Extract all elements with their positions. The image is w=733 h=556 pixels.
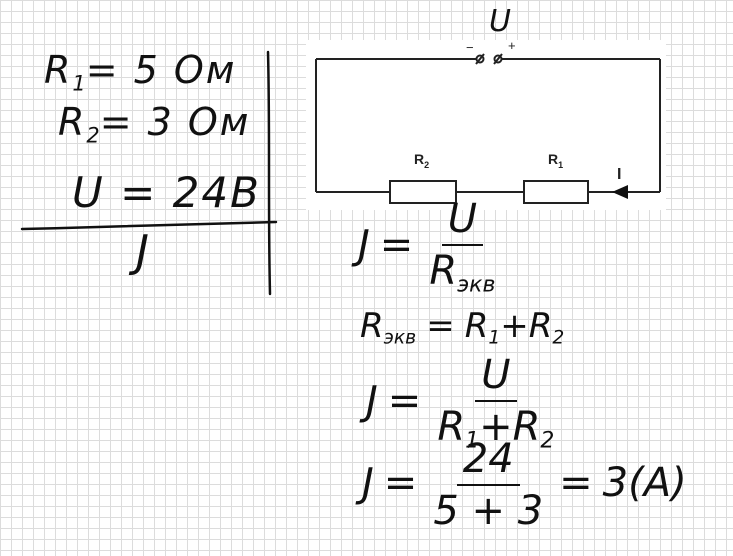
- f3-denominator: R1+R2: [431, 402, 560, 454]
- r2-index: 2: [424, 159, 430, 170]
- r2-symbol: R: [414, 151, 425, 167]
- f2-eq: =: [426, 306, 455, 346]
- current-label: I: [617, 166, 622, 183]
- r1-symbol: R: [548, 151, 559, 167]
- given-r1: R1= 5 Ом: [44, 48, 236, 95]
- f4-result: 3: [602, 460, 629, 506]
- f2-lhs-index: экв: [383, 327, 417, 349]
- terminal-minus-label: −: [466, 40, 474, 55]
- r1-index: 1: [558, 159, 564, 170]
- f3-den1-index: 1: [465, 428, 480, 454]
- resistor-r1-label: R1: [548, 151, 563, 170]
- resistor-r2-label: R2: [414, 151, 429, 170]
- given-r1-symbol: R: [44, 48, 73, 92]
- given-r1-index: 1: [72, 71, 86, 96]
- source-label: U: [489, 4, 511, 39]
- f4-lhs: J: [362, 460, 374, 506]
- formula-equivalent-resistance: Rэкв=R1+R2: [360, 306, 564, 349]
- given-r2-value: = 3 Ом: [99, 100, 251, 144]
- f4-unit: (A): [628, 460, 687, 506]
- given-vertical-line: [266, 50, 272, 296]
- f3-den2-index: 2: [540, 428, 555, 454]
- resistor-r1: [523, 180, 589, 204]
- f1-den-symbol: R: [429, 248, 458, 294]
- f1-eq: =: [379, 221, 414, 268]
- f2-term1-index: 1: [488, 327, 501, 349]
- f3-den1-symbol: R: [437, 404, 466, 450]
- f4-eq2: =: [559, 460, 593, 506]
- given-r2-index: 2: [86, 123, 100, 148]
- f1-denominator: Rэкв: [423, 246, 501, 298]
- f3-den2-symbol: R: [512, 404, 541, 450]
- f2-plus: +: [500, 306, 529, 346]
- unknown-quantity: J: [136, 226, 151, 277]
- f3-den-plus: +: [479, 404, 513, 450]
- f3-eq: =: [387, 377, 422, 424]
- f2-lhs-symbol: R: [360, 306, 384, 346]
- terminal-plus-label: +: [508, 38, 516, 53]
- circuit-diagram: U − + R2 R1 I: [306, 4, 666, 210]
- f2-term1-symbol: R: [464, 306, 489, 346]
- f4-numerator: 24: [456, 436, 520, 486]
- f1-numerator: U: [441, 196, 484, 246]
- f4-denominator: 5 + 3: [433, 488, 544, 534]
- given-r1-value: = 5 Ом: [85, 48, 237, 92]
- f2-term2-symbol: R: [528, 306, 553, 346]
- current-arrow: [612, 185, 628, 199]
- f1-den-index: экв: [457, 272, 496, 298]
- f1-lhs: J: [358, 221, 370, 268]
- given-r2-symbol: R: [58, 100, 87, 144]
- circuit-wires: [315, 53, 661, 204]
- f3-numerator: U: [475, 352, 517, 402]
- given-r2: R2= 3 Ом: [58, 100, 250, 147]
- f2-term2-index: 2: [552, 327, 565, 349]
- f4-eq: =: [383, 460, 418, 506]
- given-horizontal-line: [20, 220, 278, 231]
- given-voltage: U = 24В: [72, 168, 261, 217]
- f3-lhs: J: [366, 377, 378, 424]
